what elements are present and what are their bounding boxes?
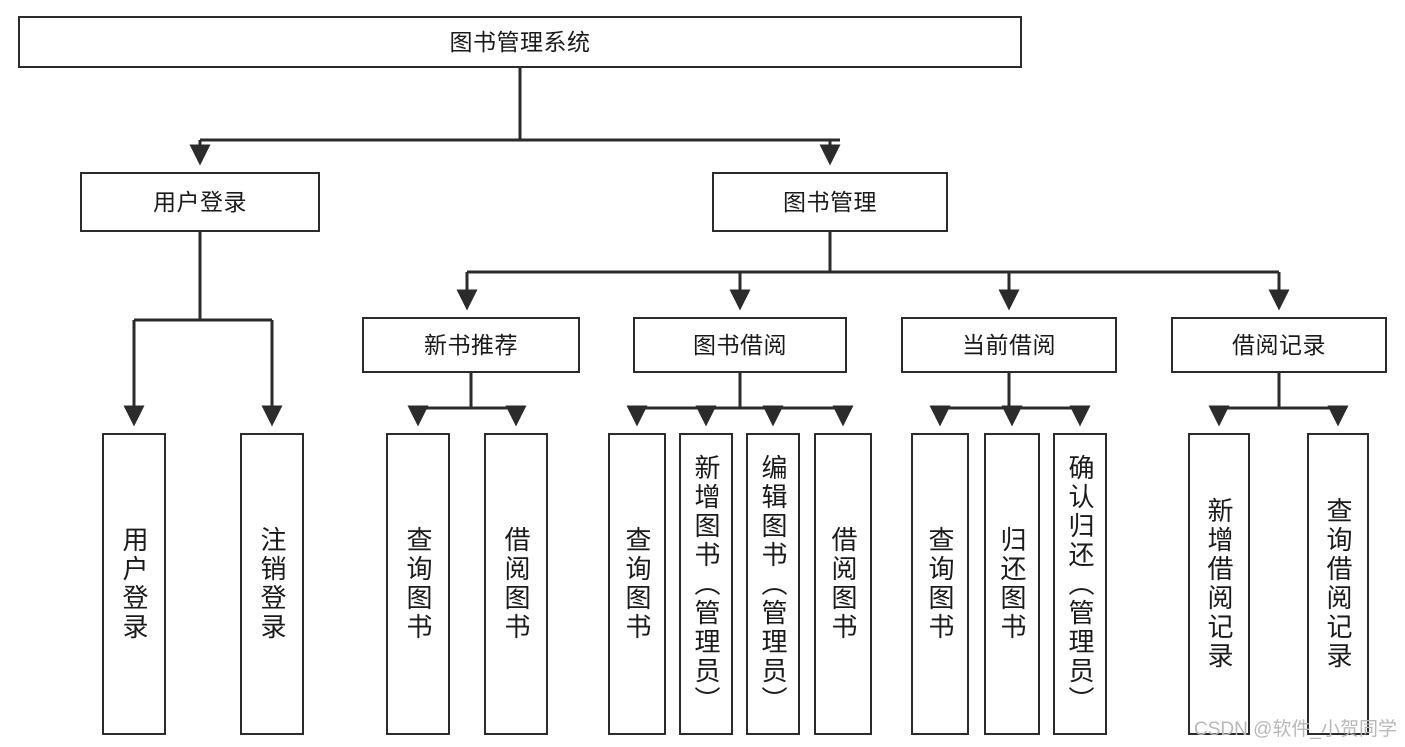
- node-book-borrow[interactable]: 图书借阅: [633, 317, 847, 373]
- leaf-borrow-book-recommend[interactable]: 借阅图书: [484, 433, 548, 735]
- node-new-book-recommend[interactable]: 新书推荐: [362, 317, 580, 373]
- leaf-user-login[interactable]: 用户登录: [102, 433, 166, 735]
- node-user-login-label: 用户登录: [153, 188, 247, 215]
- node-borrow-record[interactable]: 借阅记录: [1171, 317, 1387, 373]
- leaf-logout[interactable]: 注销登录: [240, 433, 304, 735]
- leaf-borrow-book-recommend-label: 借阅图书: [501, 526, 531, 642]
- node-book-management[interactable]: 图书管理: [712, 172, 948, 232]
- leaf-query-borrow-record[interactable]: 查询借阅记录: [1307, 433, 1369, 735]
- leaf-add-book-admin-label: 新增图书（管理员）: [691, 453, 721, 715]
- leaf-edit-book-admin[interactable]: 编辑图书（管理员）: [746, 433, 800, 735]
- node-root[interactable]: 图书管理系统: [18, 16, 1022, 68]
- leaf-query-borrow-record-label: 查询借阅记录: [1323, 497, 1353, 671]
- node-borrow-record-label: 借阅记录: [1232, 331, 1326, 358]
- leaf-user-login-label: 用户登录: [119, 526, 149, 642]
- node-new-book-recommend-label: 新书推荐: [424, 331, 518, 358]
- leaf-return-book-label: 归还图书: [997, 526, 1027, 642]
- leaf-query-book-current-label: 查询图书: [925, 526, 955, 642]
- node-current-borrow[interactable]: 当前借阅: [901, 317, 1117, 373]
- leaf-logout-label: 注销登录: [257, 526, 287, 642]
- leaf-confirm-return-admin[interactable]: 确认归还（管理员）: [1053, 433, 1107, 735]
- node-root-label: 图书管理系统: [449, 28, 591, 55]
- leaf-borrow-book[interactable]: 借阅图书: [814, 433, 872, 735]
- leaf-query-book-recommend-label: 查询图书: [403, 526, 433, 642]
- leaf-query-book-recommend[interactable]: 查询图书: [386, 433, 450, 735]
- leaf-return-book[interactable]: 归还图书: [984, 433, 1040, 735]
- leaf-edit-book-admin-label: 编辑图书（管理员）: [758, 453, 788, 715]
- node-current-borrow-label: 当前借阅: [962, 331, 1056, 358]
- leaf-query-book-borrow-label: 查询图书: [622, 526, 652, 642]
- leaf-query-book-borrow[interactable]: 查询图书: [608, 433, 666, 735]
- leaf-query-book-current[interactable]: 查询图书: [911, 433, 969, 735]
- leaf-borrow-book-label: 借阅图书: [828, 526, 858, 642]
- node-user-login[interactable]: 用户登录: [80, 172, 320, 232]
- leaf-confirm-return-admin-label: 确认归还（管理员）: [1065, 453, 1095, 715]
- leaf-add-borrow-record[interactable]: 新增借阅记录: [1188, 433, 1250, 735]
- leaf-add-book-admin[interactable]: 新增图书（管理员）: [679, 433, 733, 735]
- node-book-borrow-label: 图书借阅: [693, 331, 787, 358]
- node-book-management-label: 图书管理: [783, 188, 877, 215]
- leaf-add-borrow-record-label: 新增借阅记录: [1204, 497, 1234, 671]
